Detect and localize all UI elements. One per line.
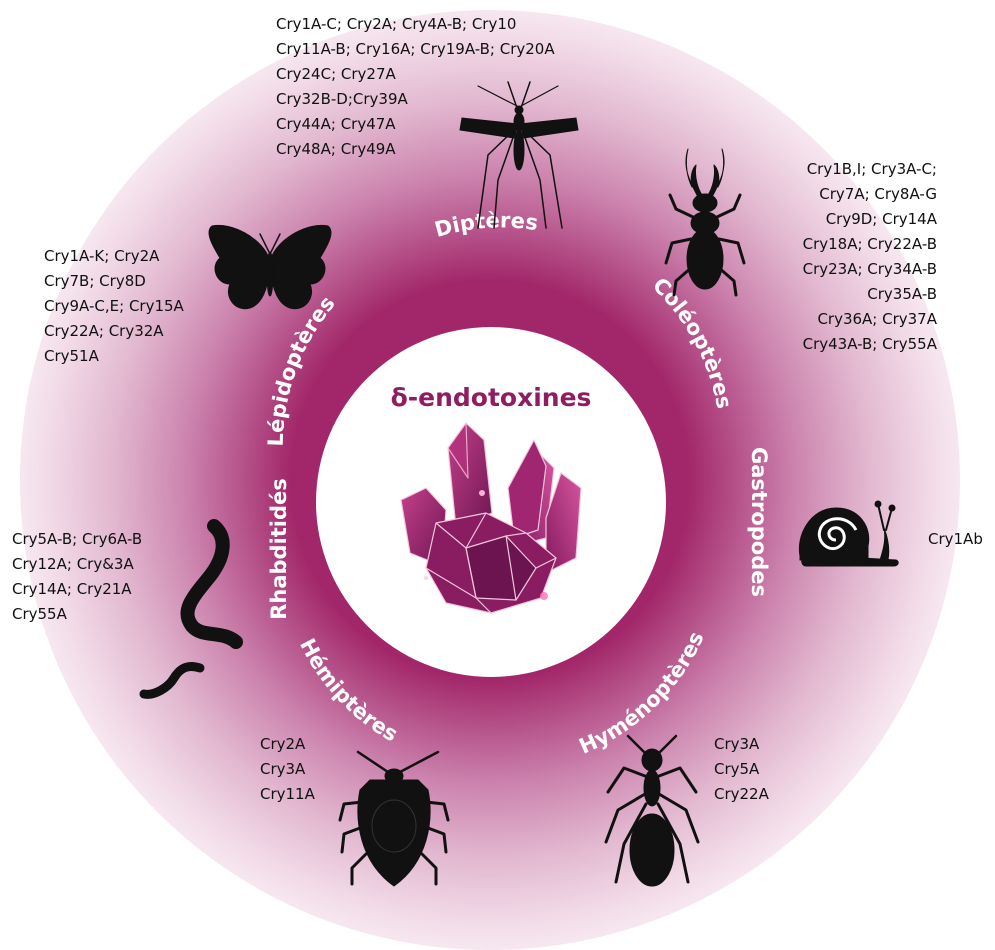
toxin-item: Cry43A-B; Cry55A	[803, 332, 937, 357]
snail-icon	[792, 500, 902, 572]
toxin-item: Cry35A-B	[803, 282, 937, 307]
toxin-item: Cry9D; Cry14A	[803, 207, 937, 232]
toxin-item: Cry55A	[12, 602, 142, 627]
toxin-item: Cry3A	[260, 757, 315, 782]
toxin-item: Cry36A; Cry37A	[803, 307, 937, 332]
toxin-item: Cry1Ab	[928, 527, 983, 552]
toxin-item: Cry1A-C; Cry2A; Cry4A-B; Cry10	[276, 12, 555, 37]
toxin-item: Cry51A	[44, 344, 184, 369]
toxin-item: Cry1B,I; Cry3A-C;	[803, 157, 937, 182]
toxin-item: Cry22A	[714, 782, 769, 807]
toxin-item: Cry12A; Cry&3A	[12, 552, 142, 577]
toxin-item: Cry18A; Cry22A-B	[803, 232, 937, 257]
toxin-item: Cry2A	[260, 732, 315, 757]
toxin-list-lepidopteres: Cry1A-K; Cry2A Cry7B; Cry8D Cry9A-C,E; C…	[44, 244, 184, 369]
toxin-item: Cry11A-B; Cry16A; Cry19A-B; Cry20A	[276, 37, 555, 62]
ant-icon	[598, 732, 708, 888]
toxin-item: Cry5A	[714, 757, 769, 782]
group-label-rhabditides: Rhabditidés	[267, 478, 291, 620]
toxin-item: Cry11A	[260, 782, 315, 807]
nematode-worm-icon	[138, 518, 250, 704]
group-label-lepidopteres: Lépidoptères	[264, 292, 340, 447]
toxin-item: Cry7A; Cry8A-G	[803, 182, 937, 207]
diagram: δ-endotoxines	[0, 0, 995, 888]
toxin-item: Cry22A; Cry32A	[44, 319, 184, 344]
group-label-gastropodes: Gastropodes	[747, 447, 771, 597]
toxin-item: Cry23A; Cry34A-B	[803, 257, 937, 282]
stag-beetle-icon	[662, 147, 748, 297]
toxin-list-gastropodes: Cry1Ab	[928, 527, 983, 552]
toxin-list-hymenopteres: Cry3A Cry5A Cry22A	[714, 732, 769, 807]
butterfly-icon	[206, 222, 334, 314]
toxin-list-hemipteres: Cry2A Cry3A Cry11A	[260, 732, 315, 807]
toxin-list-rhabditides: Cry5A-B; Cry6A-B Cry12A; Cry&3A Cry14A; …	[12, 527, 142, 627]
toxin-item: Cry3A	[714, 732, 769, 757]
mosquito-icon	[458, 80, 580, 230]
toxin-item: Cry9A-C,E; Cry15A	[44, 294, 184, 319]
group-label-hemipteres: Hémiptères	[295, 635, 402, 747]
toxin-list-coleopteres: Cry1B,I; Cry3A-C; Cry7A; Cry8A-G Cry9D; …	[803, 157, 937, 357]
stink-bug-icon	[338, 750, 450, 888]
toxin-item: Cry7B; Cry8D	[44, 269, 184, 294]
toxin-item: Cry1A-K; Cry2A	[44, 244, 184, 269]
toxin-item: Cry14A; Cry21A	[12, 577, 142, 602]
toxin-item: Cry5A-B; Cry6A-B	[12, 527, 142, 552]
